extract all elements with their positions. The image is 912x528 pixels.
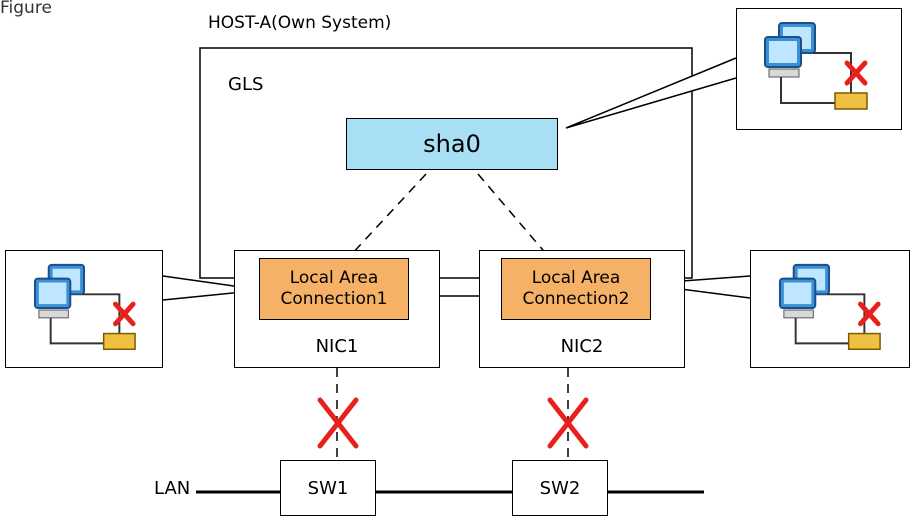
nic1-label: NIC1 bbox=[315, 336, 359, 357]
fault-mark-sw2 bbox=[547, 397, 589, 449]
figure-caption: Figure bbox=[0, 0, 52, 18]
connection1-box: Local Area Connection1 bbox=[259, 258, 409, 320]
fault-mark-sw1 bbox=[317, 397, 359, 449]
gls-label: GLS bbox=[228, 74, 264, 95]
connection2-line2: Connection2 bbox=[522, 289, 630, 309]
sha0-nic2-link bbox=[477, 173, 549, 257]
switch-sw1-label: SW1 bbox=[307, 477, 349, 499]
network-disconnected-icon bbox=[33, 263, 136, 350]
connection2-box: Local Area Connection2 bbox=[501, 258, 651, 320]
network-disconnected-icon bbox=[778, 263, 881, 350]
switch-sw2-label: SW2 bbox=[539, 477, 581, 499]
virtual-interface-label: sha0 bbox=[423, 130, 481, 158]
switch-sw1: SW1 bbox=[280, 460, 376, 516]
nic1-box: Local Area Connection1 NIC1 bbox=[234, 250, 440, 368]
connection2-line1: Local Area bbox=[531, 267, 621, 288]
gls-boundary bbox=[199, 47, 693, 279]
nic2-box: Local Area Connection2 NIC2 bbox=[479, 250, 685, 368]
host-label: HOST-A(Own System) bbox=[208, 13, 392, 33]
switch-sw2: SW2 bbox=[512, 460, 608, 516]
lan-label: LAN bbox=[154, 478, 191, 499]
virtual-interface-sha0: sha0 bbox=[346, 118, 558, 170]
connection1-line1: Local Area bbox=[289, 267, 379, 288]
callout-nic1-status bbox=[5, 250, 163, 368]
connection1-line2: Connection1 bbox=[280, 289, 388, 309]
sha0-nic1-link bbox=[349, 173, 427, 257]
callout-sha0-status bbox=[736, 8, 902, 130]
nic2-label: NIC2 bbox=[560, 336, 604, 357]
callout-top-pointer bbox=[565, 57, 737, 129]
network-disconnected-icon bbox=[764, 22, 868, 110]
callout-nic2-status bbox=[750, 250, 910, 368]
